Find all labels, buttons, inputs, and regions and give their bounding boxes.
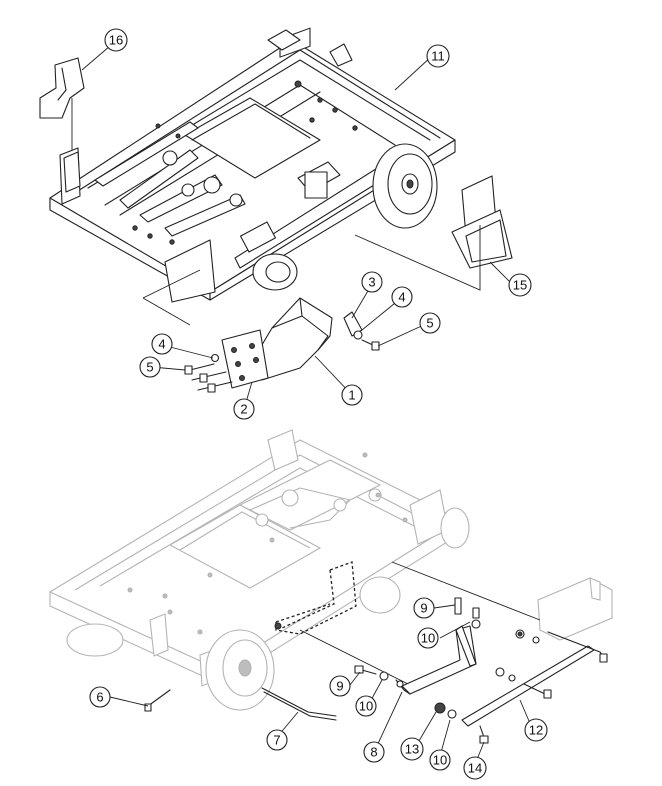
svg-text:3: 3 <box>368 275 375 290</box>
part-8-bracket <box>395 625 477 695</box>
callout-10-middle: 10 <box>355 695 377 717</box>
part-7-handle <box>261 687 337 721</box>
svg-text:9: 9 <box>336 679 343 694</box>
svg-text:12: 12 <box>529 723 543 738</box>
bolts-right <box>343 311 380 351</box>
callout-12: 12 <box>524 718 548 742</box>
svg-text:9: 9 <box>420 601 427 616</box>
svg-text:16: 16 <box>109 33 123 48</box>
svg-text:4: 4 <box>158 337 165 352</box>
callout-9-lower: 9 <box>329 675 351 697</box>
rear-wheel <box>372 143 438 229</box>
callout-2: 2 <box>233 398 255 420</box>
svg-text:5: 5 <box>146 360 153 375</box>
callout-15: 15 <box>508 273 532 297</box>
bolts-left <box>184 353 233 393</box>
part-12-rod <box>461 631 608 727</box>
callout-7: 7 <box>266 729 288 751</box>
svg-text:7: 7 <box>273 733 280 748</box>
callout-10-lower: 10 <box>429 749 451 771</box>
lower-frame-holes <box>127 452 408 635</box>
lower-frame-assembly: 9 10 9 10 6 7 8 13 10 14 12 <box>49 429 613 780</box>
callout-10-upper: 10 <box>417 627 439 649</box>
callout-4-right: 4 <box>391 286 413 308</box>
lower-fasteners <box>144 597 552 744</box>
callout-3: 3 <box>361 271 383 293</box>
svg-text:8: 8 <box>370 745 377 760</box>
svg-text:1: 1 <box>348 388 355 403</box>
callout-1: 1 <box>341 384 363 406</box>
callout-5-right: 5 <box>419 312 441 334</box>
svg-text:2: 2 <box>240 402 247 417</box>
svg-text:5: 5 <box>426 316 433 331</box>
callout-4-left: 4 <box>151 333 173 355</box>
callout-16: 16 <box>104 28 128 52</box>
upper-frame-assembly: 16 11 15 3 4 5 4 5 2 1 <box>39 27 532 420</box>
svg-text:6: 6 <box>96 690 103 705</box>
callout-14: 14 <box>463 756 487 780</box>
callout-5-left: 5 <box>139 356 161 378</box>
part-15-block <box>451 175 513 283</box>
svg-text:11: 11 <box>431 49 445 64</box>
svg-text:14: 14 <box>468 761 482 776</box>
part-16-bracket <box>39 45 111 193</box>
callout-8: 8 <box>363 741 385 763</box>
callout-13: 13 <box>400 737 424 761</box>
dashed-mount-bracket <box>274 561 357 635</box>
svg-text:15: 15 <box>513 278 527 293</box>
callout-6: 6 <box>89 686 111 708</box>
svg-text:4: 4 <box>398 290 405 305</box>
svg-text:10: 10 <box>359 699 373 714</box>
front-wheel <box>252 253 298 291</box>
svg-text:13: 13 <box>405 742 419 757</box>
lower-chassis-frame-ghost <box>49 429 613 711</box>
part-1-guard <box>249 297 333 381</box>
callout-11: 11 <box>426 44 450 68</box>
callout-9-upper: 9 <box>413 597 435 619</box>
svg-text:10: 10 <box>433 753 447 768</box>
svg-text:10: 10 <box>421 631 435 646</box>
part-2-plate <box>221 329 269 389</box>
